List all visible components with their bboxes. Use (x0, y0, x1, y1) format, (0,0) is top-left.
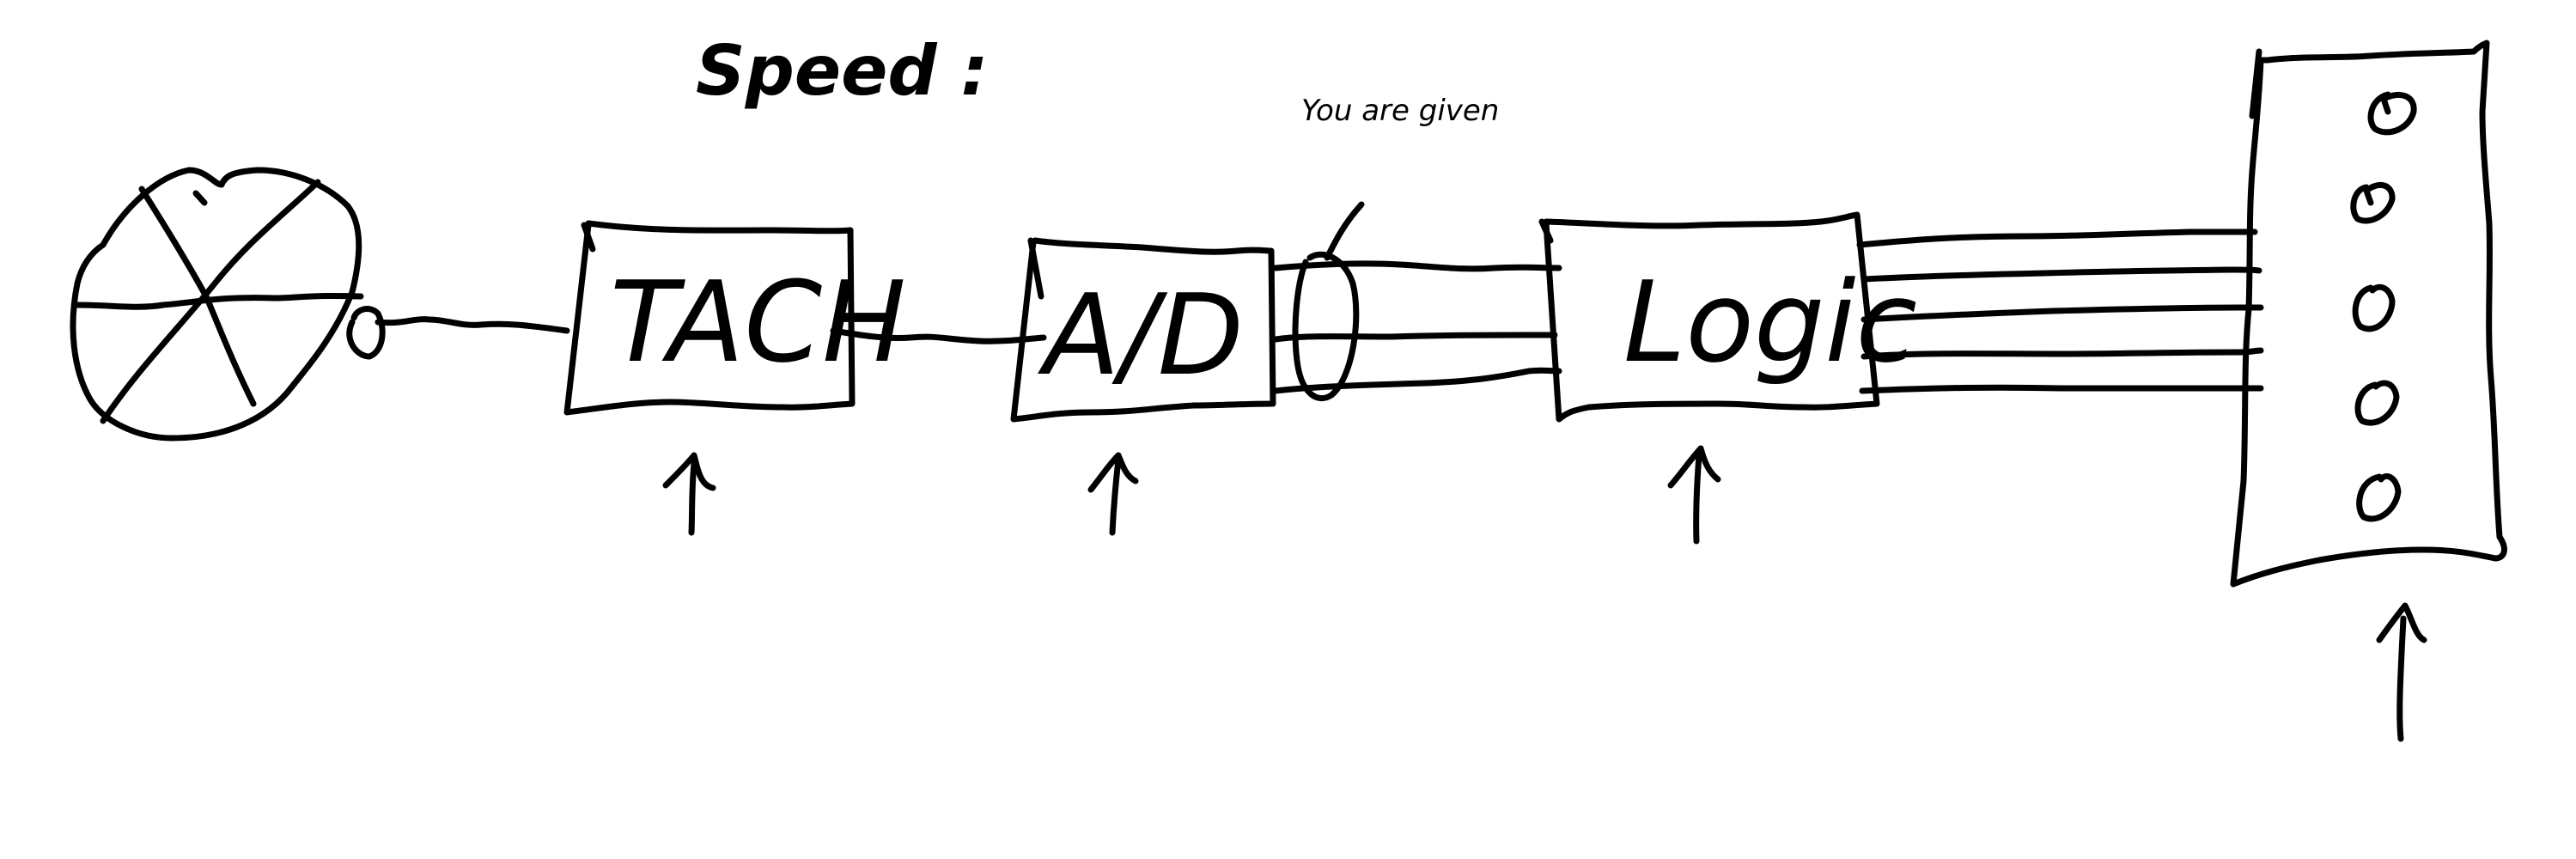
arrow-up-icon (1667, 445, 1721, 545)
arrow-up-icon (1087, 452, 1139, 536)
page-title: Speed : (696, 31, 989, 111)
connector-tach-ad (830, 327, 1047, 344)
indicator-light-icon (2352, 283, 2396, 332)
indicator-light-icon (2356, 473, 2402, 522)
tach-block (563, 220, 856, 416)
ad-label: A/D (1038, 270, 1244, 400)
note-text: You are given (1301, 94, 1499, 128)
tach-label: TACH (610, 257, 906, 387)
bus-ad-logic (1272, 201, 1562, 402)
arrow-up-icon (2376, 602, 2427, 742)
arrow-up-icon (662, 452, 716, 536)
bus-logic-display (1856, 228, 2264, 394)
ad-block (1010, 237, 1276, 423)
wheel-icon (70, 167, 364, 442)
display-panel (2230, 40, 2507, 588)
shaft-coupling-icon (346, 306, 386, 360)
indicator-light-icon (2354, 380, 2400, 426)
logic-block (1538, 211, 1880, 423)
indicator-light-icon (2367, 91, 2417, 136)
connector-wheel-tach (375, 316, 570, 334)
indicator-light-icon (2350, 181, 2396, 224)
